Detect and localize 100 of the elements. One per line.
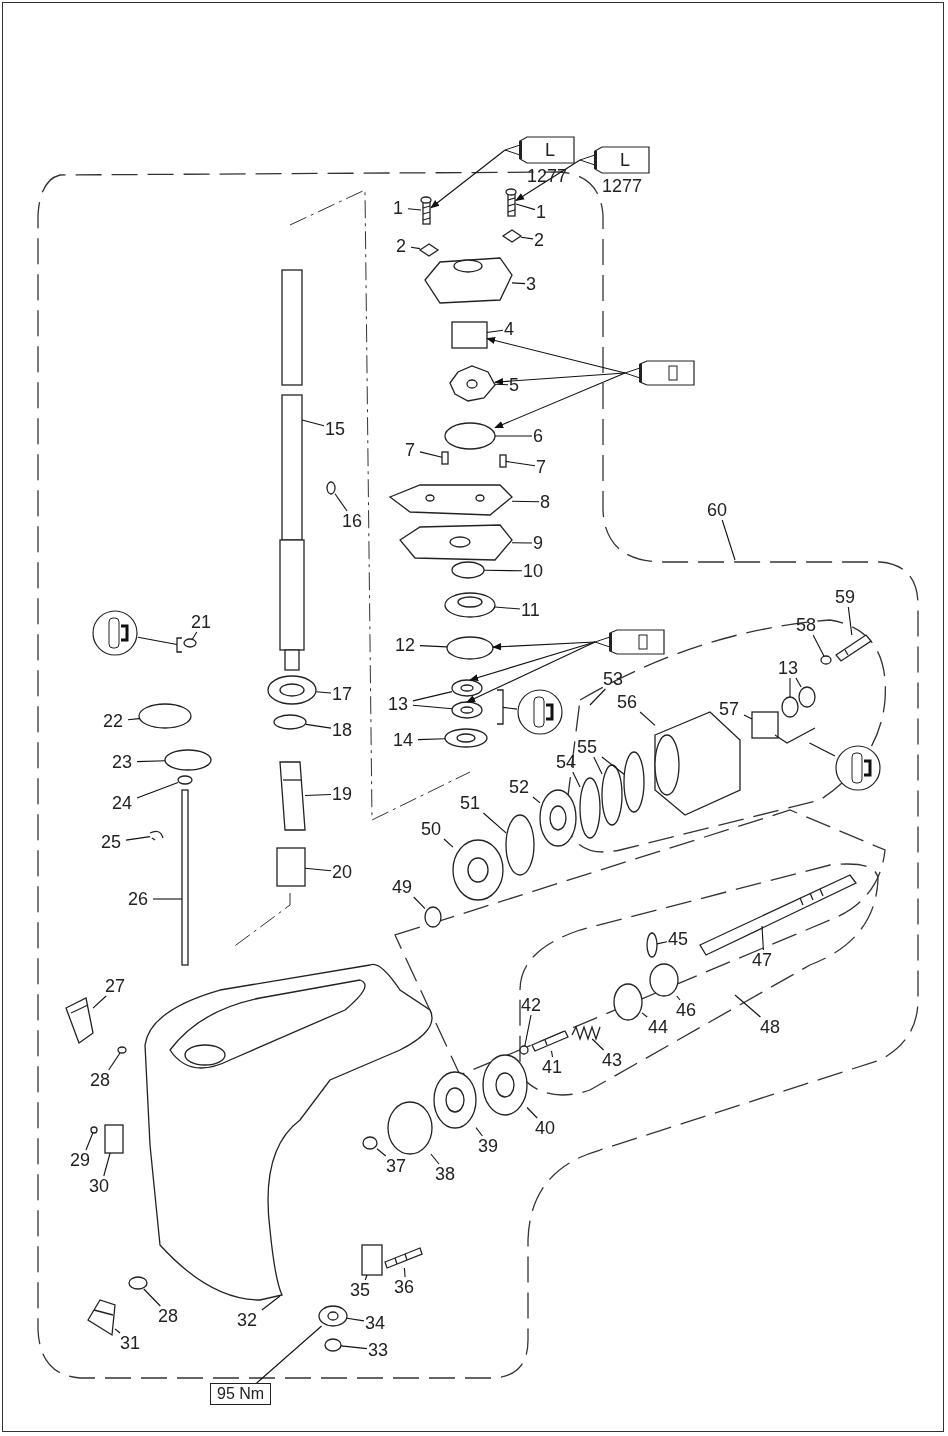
gear-drawing <box>482 1054 528 1116</box>
callout-number: 15 <box>324 419 347 439</box>
nut-drawing <box>90 1126 98 1134</box>
part-number: 1277 <box>602 176 643 196</box>
callout-number: 3 <box>525 274 537 294</box>
ring-drawing <box>579 777 601 839</box>
leader-line <box>417 738 446 741</box>
pin-drawing <box>646 932 658 958</box>
leader-line <box>593 756 603 775</box>
gasket-drawing <box>399 524 513 561</box>
leader-line <box>85 1132 94 1151</box>
clutch-dog-drawing <box>613 983 643 1021</box>
callout-number: 11 <box>520 600 541 620</box>
o-ring-drawing <box>164 749 212 771</box>
leader-line <box>601 756 625 775</box>
callout-number: 4 <box>503 319 515 339</box>
washer-drawing <box>820 655 832 665</box>
callout-number: 59 <box>834 587 857 607</box>
tube-label: L <box>620 150 630 170</box>
callout-number: 43 <box>601 1050 624 1070</box>
gear-drawing <box>452 839 504 901</box>
leader-line <box>641 1012 648 1018</box>
callout-number: 22 <box>102 711 125 731</box>
leader-line <box>639 711 656 726</box>
callout-number: 55 <box>576 737 599 757</box>
leader-line <box>761 925 764 951</box>
leader-line <box>572 771 581 788</box>
callout-number: 34 <box>364 1313 387 1333</box>
bracket <box>176 637 183 653</box>
leader-line <box>412 691 453 702</box>
leader-line <box>486 329 504 334</box>
spacer-drawing <box>649 963 679 997</box>
leader-line <box>494 606 521 610</box>
leader-line <box>410 246 421 250</box>
leader-line <box>524 1014 532 1047</box>
leader-line <box>482 812 507 834</box>
leader-line <box>808 742 836 757</box>
leader-line <box>511 282 526 285</box>
callout-number: 26 <box>127 889 150 909</box>
leader-line <box>364 1274 368 1281</box>
plug-drawing <box>65 997 94 1045</box>
callout-number: 30 <box>88 1176 111 1196</box>
screw-drawing <box>505 188 517 217</box>
seal-ring-drawing <box>446 636 494 660</box>
callout-number: 32 <box>236 1310 259 1330</box>
callout-number: 51 <box>459 793 482 813</box>
bushing-drawing <box>276 847 306 887</box>
key-drawing <box>362 1136 378 1150</box>
bearing-drawing <box>267 675 317 705</box>
callout-number: 17 <box>331 684 354 704</box>
leader-line <box>412 704 453 710</box>
callout-number: 1 <box>392 198 404 218</box>
callout-number: 5 <box>508 375 520 395</box>
callout-number: 35 <box>349 1280 372 1300</box>
ball-drawing <box>519 1045 529 1055</box>
callout-number: 16 <box>341 511 364 531</box>
leader-line <box>376 1148 387 1157</box>
leader-line <box>191 631 198 640</box>
callout-number: 13 <box>777 658 800 678</box>
callout-number: 45 <box>667 929 690 949</box>
leader-line <box>127 718 140 721</box>
callout-number: 41 <box>541 1057 564 1077</box>
callout-number: 58 <box>795 615 818 635</box>
callout-number: 23 <box>111 752 134 772</box>
leader-line <box>520 236 534 240</box>
leader-line <box>334 493 348 512</box>
leader-line <box>475 1127 483 1137</box>
leader-line <box>483 569 523 572</box>
callout-number: 14 <box>392 730 415 750</box>
leader-line <box>676 995 681 1001</box>
bearing-drawing <box>433 1071 477 1129</box>
callout-number: 27 <box>104 976 127 996</box>
anode-drawing <box>104 1124 124 1154</box>
callout-number: 8 <box>539 492 551 512</box>
spring-drawing <box>571 1024 601 1042</box>
leader-line <box>143 1288 161 1307</box>
arrow <box>466 641 596 703</box>
oil-seal-drawing <box>798 686 816 708</box>
plunger-drawing <box>531 1030 569 1052</box>
oil-seal-drawing <box>781 696 799 718</box>
leader-line <box>136 782 179 799</box>
arrow <box>486 336 626 374</box>
callout-number: 1 <box>535 202 547 222</box>
callout-number: 25 <box>100 832 123 852</box>
leader-line <box>413 896 426 910</box>
leader-line <box>502 706 518 710</box>
propeller-nut-drawing <box>318 1305 348 1327</box>
ring-drawing <box>623 751 645 813</box>
insert-drawing <box>451 321 488 349</box>
callout-number: 40 <box>534 1118 557 1138</box>
leader-line <box>256 1325 323 1384</box>
leader-line <box>137 636 178 646</box>
arrow <box>430 149 506 209</box>
clip-drawing <box>149 830 164 841</box>
callout-number: 19 <box>331 784 354 804</box>
callout-number: 21 <box>190 612 213 632</box>
leader-line <box>304 867 332 872</box>
tube-label: L <box>545 140 555 160</box>
trim-tab-drawing <box>361 1244 383 1276</box>
leader-line <box>515 203 536 211</box>
